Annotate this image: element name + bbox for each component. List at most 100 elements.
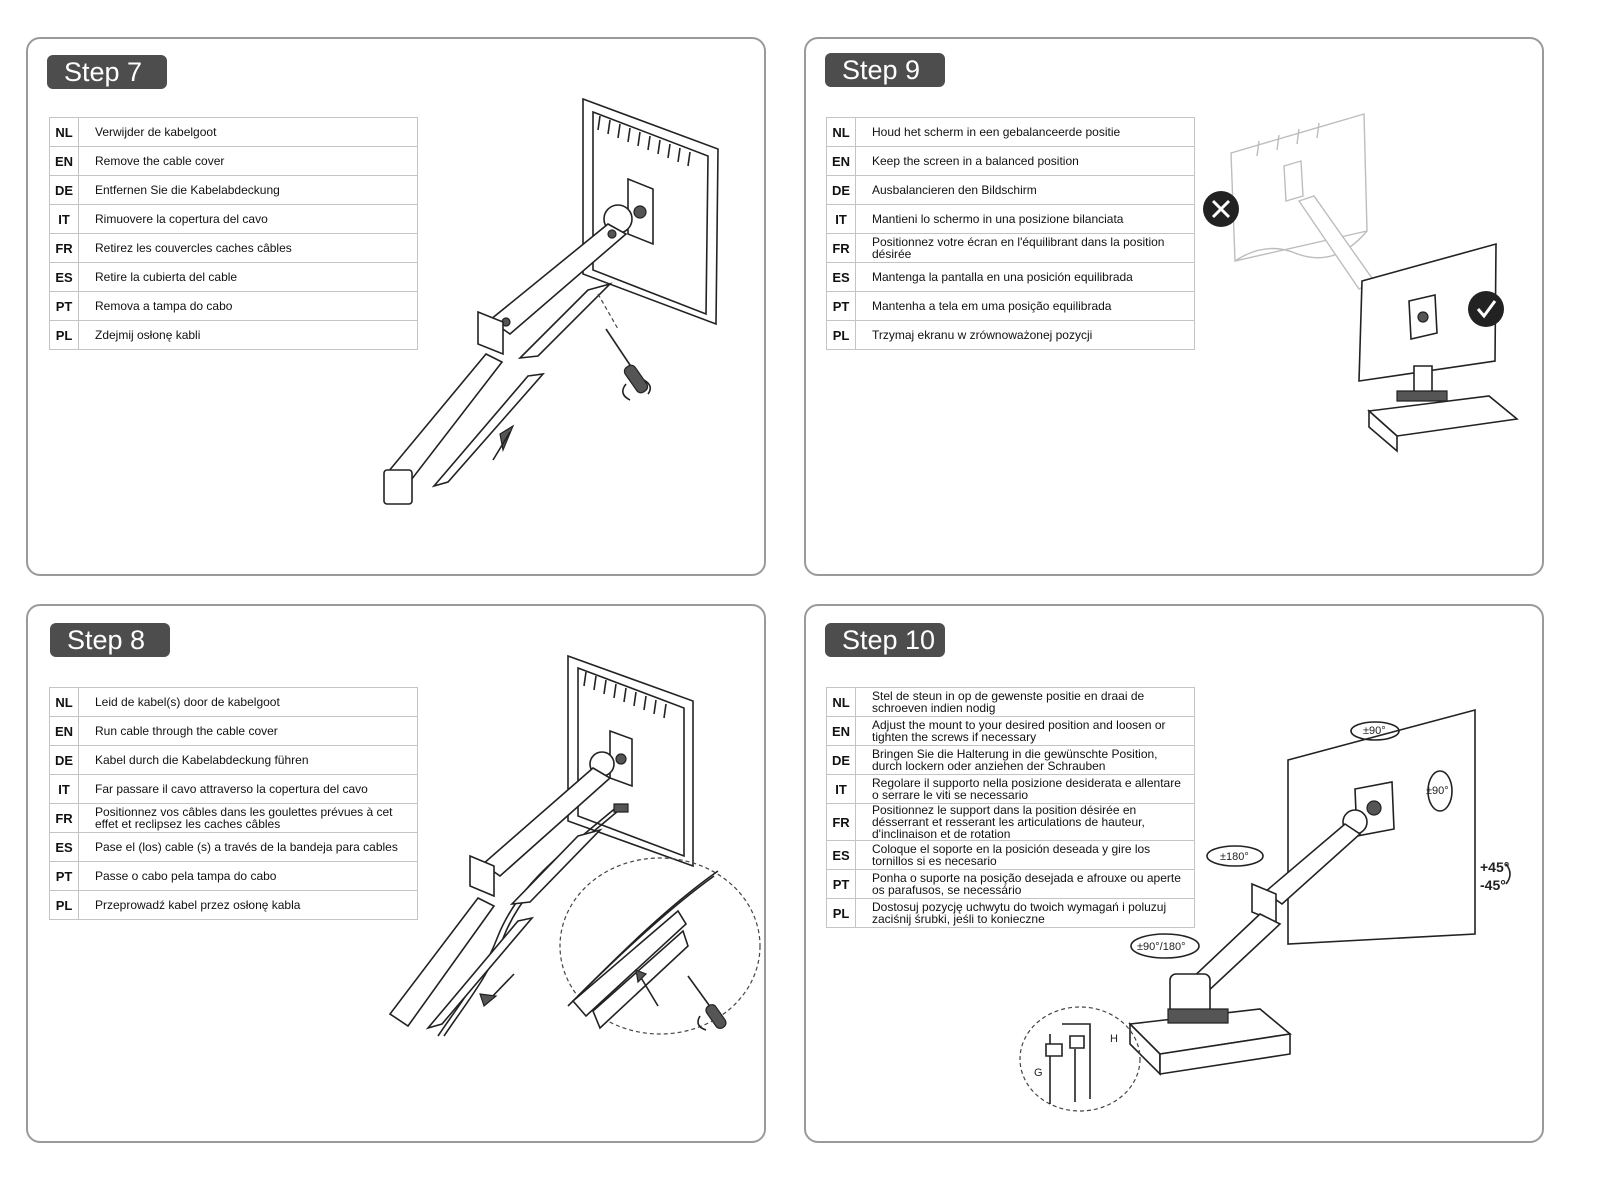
lang-code: PL [826, 898, 856, 928]
tilt-label: -45° [1480, 877, 1506, 893]
monitor-arm-icon [384, 205, 632, 504]
instruction-text: Trzymaj ekranu w zrównoważonej pozycji [855, 320, 1195, 350]
instruction-text: Przeprowadź kabel przez osłonę kabla [78, 890, 418, 920]
instruction-text: Remova a tampa do cabo [78, 291, 418, 321]
lang-code: DE [826, 745, 856, 775]
lang-code: EN [826, 716, 856, 746]
lang-code: DE [826, 175, 856, 205]
step10-illustration: ±90° ±90° +45° -45° ±180° ±90°/180° H G [1020, 704, 1540, 1114]
lang-code: EN [49, 716, 79, 746]
instruction-text: Positionnez vos câbles dans les goulette… [78, 803, 418, 833]
rotation-label: ±90°/180° [1137, 941, 1185, 953]
lang-code: DE [49, 175, 79, 205]
monitor-back-icon [583, 99, 718, 324]
lang-code: NL [49, 687, 79, 717]
instruction-text: Ponha o suporte na posição desejada e af… [855, 869, 1195, 899]
detail-callout-icon [560, 858, 760, 1034]
lang-code: PL [826, 320, 856, 350]
instruction-text: Far passare il cavo attraverso la copert… [78, 774, 418, 804]
lang-code: FR [49, 803, 79, 833]
lang-code: NL [826, 687, 856, 717]
rotation-label: ±180° [1220, 851, 1249, 863]
instruction-text: Pase el (los) cable (s) a través de la b… [78, 832, 418, 862]
instruction-text: Entfernen Sie die Kabelabdeckung [78, 175, 418, 205]
instruction-text: Mantenga la pantalla en una posición equ… [855, 262, 1195, 292]
lang-code: EN [826, 146, 856, 176]
step9-illustration [1203, 111, 1529, 451]
lang-code: PL [49, 320, 79, 350]
instruction-text: Rimuovere la copertura del cavo [78, 204, 418, 234]
step7-illustration [378, 94, 758, 514]
lang-code: PL [49, 890, 79, 920]
lang-code: NL [826, 117, 856, 147]
lang-code: FR [49, 233, 79, 263]
lang-code: PT [49, 291, 79, 321]
instruction-text: Run cable through the cable cover [78, 716, 418, 746]
instruction-text: Positionnez le support dans la position … [855, 803, 1195, 841]
step8-illustration [388, 656, 748, 1046]
lang-code: PT [826, 291, 856, 321]
lang-code: IT [826, 774, 856, 804]
instruction-text: Remove the cable cover [78, 146, 418, 176]
lang-code: FR [826, 803, 856, 841]
instruction-text: Keep the screen in a balanced position [855, 146, 1195, 176]
step7-title: Step 7 [47, 55, 167, 89]
wrong-mark-icon [1203, 191, 1239, 227]
lang-code: ES [826, 840, 856, 870]
instruction-text: Dostosuj pozycję uchwytu do twoich wymag… [855, 898, 1195, 928]
step8-title: Step 8 [50, 623, 170, 657]
instruction-text: Houd het scherm in een gebalanceerde pos… [855, 117, 1195, 147]
monitor-arm-icon [390, 752, 628, 1036]
lang-code: ES [826, 262, 856, 292]
lang-code: ES [49, 262, 79, 292]
rotation-label: ±90° [1363, 725, 1386, 737]
lang-code: PT [49, 861, 79, 891]
lang-code: PT [826, 869, 856, 899]
unbalanced-monitor-icon [1231, 114, 1374, 289]
lang-code: IT [49, 204, 79, 234]
hex-key-detail-icon [1020, 1007, 1140, 1111]
step9-title: Step 9 [825, 53, 945, 87]
lang-code: NL [49, 117, 79, 147]
lang-code: ES [49, 832, 79, 862]
instruction-text: Coloque el soporte en la posición desead… [855, 840, 1195, 870]
instruction-text: Mantieni lo schermo in una posizione bil… [855, 204, 1195, 234]
key-label: G [1034, 1067, 1043, 1079]
key-label: H [1110, 1033, 1118, 1045]
lang-code: IT [49, 774, 79, 804]
instruction-text: Positionnez votre écran en l'équilibrant… [855, 233, 1195, 263]
monitor-back-icon [1288, 710, 1475, 944]
lang-code: FR [826, 233, 856, 263]
monitor-arm-icon [1130, 810, 1367, 1074]
